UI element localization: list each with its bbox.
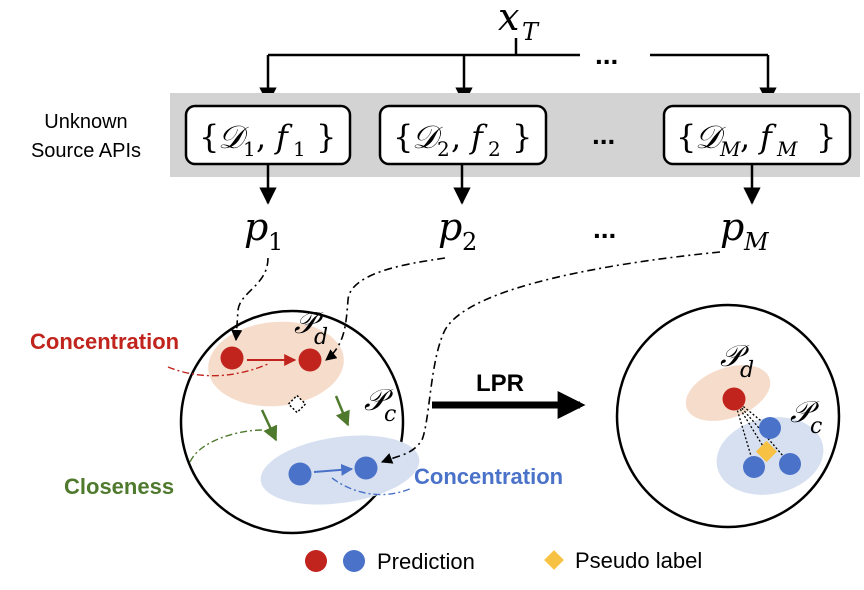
blue-dot-left-1 [288, 462, 312, 486]
blue-concentration-arrow [313, 463, 354, 476]
input-xt: x T [498, 0, 540, 46]
api-2-close: } [512, 118, 532, 156]
prediction-pm: p M [720, 205, 770, 256]
svg-text:{𝒟1,f1}: {𝒟1,f1} [199, 118, 336, 161]
left-pc-label: 𝒫 c [364, 383, 396, 427]
api-1-fsub: 1 [293, 137, 306, 161]
legend-prediction-label: Prediction [377, 549, 475, 574]
right-pc-sub: c [810, 414, 822, 439]
api-m-dsub: M [719, 137, 741, 161]
left-pd-sub: d [314, 325, 328, 350]
lpr-label: LPR [476, 370, 524, 397]
left-pd-region [208, 321, 344, 407]
closeness-center-marker [287, 394, 307, 414]
blue-concentration-leader [331, 477, 413, 496]
red-concentration-leader [167, 363, 269, 377]
api-2-open: { [393, 118, 413, 156]
blue-dot-right-2 [743, 456, 765, 478]
left-pc-sub: c [384, 402, 396, 427]
legend: Prediction Pseudo label [305, 548, 702, 574]
api-label-line1: Unknown [44, 111, 127, 133]
prediction-paths [231, 251, 721, 464]
prediction-p2: p 2 [438, 205, 477, 256]
api-m-sep: , [740, 118, 750, 156]
closeness-arrow-right [334, 395, 350, 427]
pred-m-sub: M [743, 228, 770, 256]
legend-blue-dot [343, 550, 365, 572]
pred-ellipsis: ... [593, 213, 616, 244]
closeness-arrow-left [260, 409, 278, 442]
concentration-red-label: Concentration [30, 329, 179, 354]
closeness-leader [189, 429, 263, 463]
prediction-p1: p 1 [244, 205, 283, 256]
api-ellipsis: ... [592, 119, 615, 150]
api-1-sep: , [256, 118, 266, 156]
input-base: x [498, 0, 519, 39]
legend-pseudo-diamond [544, 550, 564, 570]
pred-1-sub: 1 [268, 228, 283, 256]
pred-1-base: p [244, 205, 268, 249]
blue-dot-right-3 [779, 453, 801, 475]
blue-dot-right-1 [759, 417, 781, 439]
input-sub: T [522, 18, 540, 46]
red-dot-left-1 [220, 346, 244, 370]
api-1-open: { [199, 118, 219, 156]
api-m-open: { [676, 118, 696, 156]
api-2-sep: , [451, 118, 461, 156]
api-m-close: } [816, 118, 836, 156]
api-label-line2: Source APIs [31, 140, 141, 162]
api-1-close: } [316, 118, 336, 156]
legend-red-dot [305, 550, 327, 572]
pred-2-base: p [438, 205, 462, 249]
blue-dot-left-2 [354, 456, 378, 480]
pred-m-base: p [720, 205, 744, 249]
top-ellipsis: ... [595, 39, 618, 70]
legend-pseudo-label: Pseudo label [575, 548, 702, 573]
pred-2-sub: 2 [462, 228, 477, 256]
api-2-dsub: 2 [437, 137, 450, 161]
api-output-arrows [259, 164, 761, 205]
concentration-blue-label: Concentration [414, 464, 563, 489]
red-dot-right [722, 387, 746, 411]
closeness-label: Closeness [64, 474, 174, 499]
red-dot-left-2 [298, 348, 322, 372]
api-m-fsub: M [776, 137, 798, 161]
right-pd-sub: d [740, 358, 754, 383]
input-branches [259, 38, 777, 105]
api-1-dsub: 1 [243, 137, 256, 161]
pseudo-label-diamond [755, 440, 778, 463]
api-2-fsub: 2 [488, 137, 501, 161]
